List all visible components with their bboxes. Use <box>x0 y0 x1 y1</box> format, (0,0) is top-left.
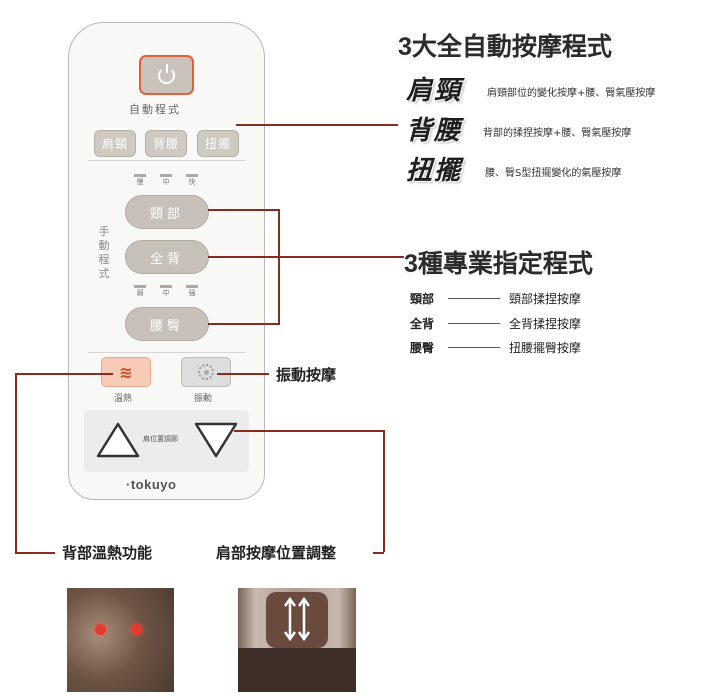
shoulder-down-button[interactable] <box>192 420 240 460</box>
heat-label: 溫熱 <box>114 394 133 404</box>
manual-row-desc: 全背揉捏按摩 <box>509 317 582 331</box>
vibration-callout: 振動按摩 <box>276 366 337 384</box>
auto-program-name: 肩頸 <box>406 76 463 106</box>
connector-line <box>208 323 280 325</box>
auto-back-button[interactable]: 背腰 <box>145 130 187 157</box>
power-icon <box>158 63 175 84</box>
auto-program-name: 扭擺 <box>406 156 463 186</box>
strength-indicator-mid: 中 <box>160 285 172 298</box>
connector-line <box>208 256 404 258</box>
auto-program-desc: 腰、臀S型扭擺變化的氣壓按摩 <box>485 168 622 179</box>
row-divider <box>448 323 500 324</box>
heated-back-photo <box>67 588 174 692</box>
shoulder-callout: 肩部按摩位置調整 <box>216 544 337 562</box>
auto-neck-button[interactable]: 肩頸 <box>94 130 136 157</box>
connector-line <box>373 552 384 554</box>
shoulder-adjust-photo <box>238 588 356 692</box>
seat-lower <box>238 648 356 692</box>
connector-line <box>15 552 55 554</box>
vibration-label: 振動 <box>194 394 213 404</box>
vibration-icon <box>198 364 214 380</box>
auto-program-label: 自動程式 <box>129 103 181 116</box>
heat-button[interactable]: ≋ <box>101 357 151 387</box>
manual-section-title: 3種專業指定程式 <box>404 250 593 278</box>
heat-callout: 背部溫熱功能 <box>62 544 153 562</box>
heat-icon: ≋ <box>119 362 133 382</box>
speed-indicator-slow: 慢 <box>134 174 146 187</box>
vibration-button[interactable] <box>181 357 231 387</box>
speed-indicator-mid: 中 <box>160 174 172 187</box>
connector-line <box>15 373 113 375</box>
connector-line <box>217 373 269 375</box>
waist-hip-button[interactable]: 腰臀 <box>125 307 209 341</box>
full-back-button[interactable]: 全背 <box>125 240 209 274</box>
row-divider <box>448 347 500 348</box>
manual-program-label: 手 動 程 式 <box>98 225 110 280</box>
connector-line <box>234 430 384 432</box>
auto-program-desc: 肩頸部位的變化按摩+腰、臀氣壓按摩 <box>487 88 656 99</box>
speed-indicator-fast: 快 <box>186 174 198 187</box>
connector-line <box>15 373 17 553</box>
heat-point <box>95 624 106 635</box>
shoulder-adjust-label: 肩位置調節 <box>143 435 178 443</box>
remote-divider <box>88 160 246 161</box>
connector-line <box>278 209 280 324</box>
manual-row-desc: 頸部揉捏按摩 <box>509 292 582 306</box>
auto-section-title: 3大全自動按摩程式 <box>398 33 612 61</box>
manual-row-desc: 扭腰擺臀按摩 <box>509 341 582 355</box>
connector-line <box>208 209 280 211</box>
heat-point <box>131 624 142 635</box>
neck-button[interactable]: 頸部 <box>125 195 209 229</box>
headrest <box>266 592 328 648</box>
manual-row-name: 頸部 <box>410 292 435 306</box>
manual-row-name: 腰臀 <box>410 341 435 355</box>
connector-line <box>383 430 385 552</box>
brand-logo: ·tokuyo <box>126 477 177 492</box>
shoulder-up-button[interactable] <box>94 420 142 460</box>
manual-row-name: 全背 <box>410 317 435 331</box>
up-down-arrows-icon <box>283 596 311 642</box>
power-button[interactable] <box>139 55 194 95</box>
remote-divider <box>88 352 246 353</box>
auto-program-name: 背腰 <box>406 116 463 146</box>
strength-indicator-weak: 弱 <box>134 285 146 298</box>
row-divider <box>448 298 500 299</box>
auto-twist-button[interactable]: 扭擺 <box>197 130 239 157</box>
connector-line <box>236 124 398 126</box>
strength-indicator-strong: 強 <box>186 285 198 298</box>
auto-program-desc: 背部的揉捏按摩+腰、臀氣壓按摩 <box>483 128 632 139</box>
